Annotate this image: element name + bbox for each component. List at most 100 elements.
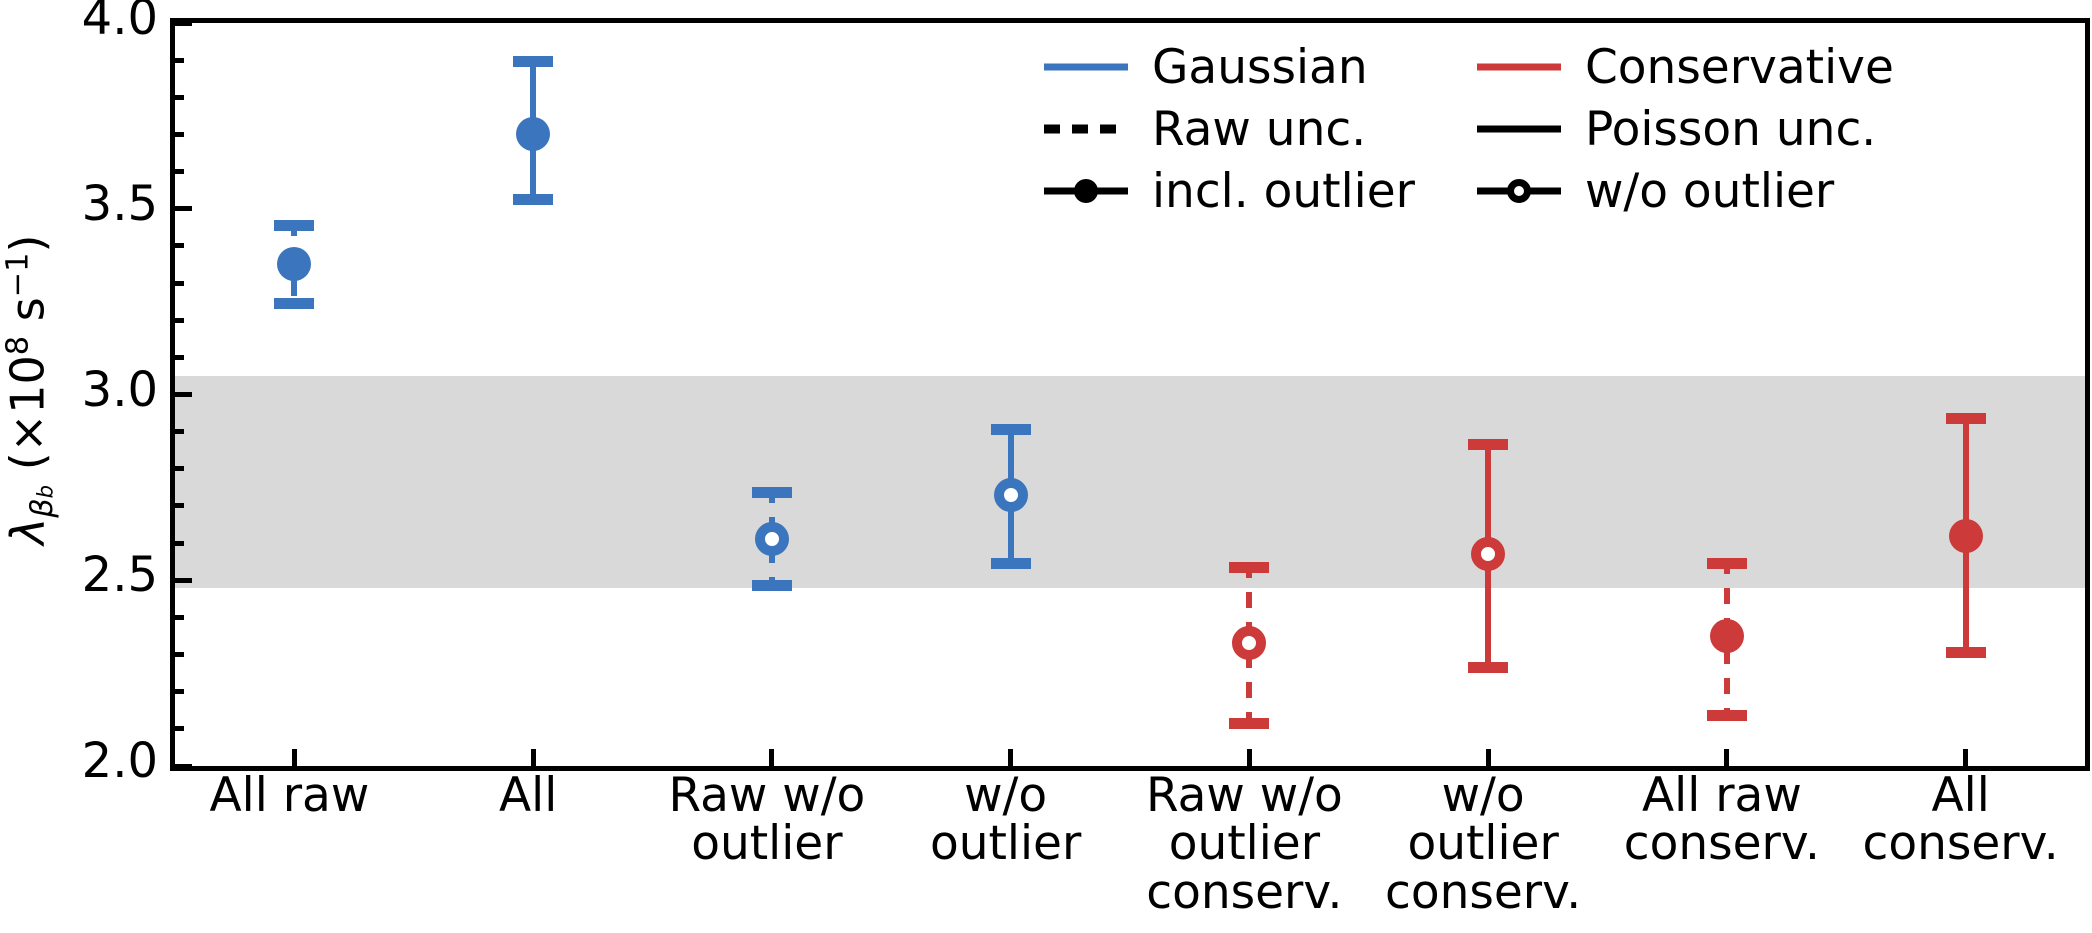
legend-filled-circle-icon <box>1074 179 1098 203</box>
x-axis-major-tick <box>1008 749 1014 771</box>
y-axis-tick-label: 3.5 <box>81 175 158 232</box>
data-point-marker <box>1948 518 1983 553</box>
x-axis-tick-label: All raw <box>209 768 370 823</box>
x-axis-tick-label-line: outlier <box>929 816 1082 872</box>
error-bar-cap-top <box>990 424 1031 436</box>
x-axis-tick-label-line: conserv. <box>1385 864 1582 920</box>
error-bar-cap-top <box>513 56 554 68</box>
legend-item: Poisson unc. <box>1473 100 1894 158</box>
legend-solid-line-icon <box>1476 63 1561 71</box>
error-bar-cap-bottom <box>990 558 1031 570</box>
error-bar-cap-top <box>1229 561 1270 573</box>
x-axis-tick-label-line: Raw w/o <box>668 768 866 823</box>
error-bar-cap-bottom <box>1945 647 1986 659</box>
y-axis-tick-label: 4.0 <box>81 0 158 46</box>
legend-item: Gaussian <box>1040 38 1415 96</box>
legend-item: w/o outlier <box>1473 162 1894 220</box>
y-axis-minor-tick <box>170 429 184 435</box>
data-point-marker <box>277 247 312 282</box>
legend-item: incl. outlier <box>1040 162 1415 220</box>
x-axis-tick-label-line: outlier <box>1168 816 1321 872</box>
error-bar-cap-bottom <box>751 580 792 592</box>
y-axis-tick-label: 2.5 <box>81 547 158 604</box>
y-axis-units-exponent2: −1 <box>0 252 36 298</box>
y-axis-minor-tick <box>170 726 184 732</box>
y-axis-major-tick <box>170 577 192 583</box>
x-axis-tick-label-line: conserv. <box>1623 816 1820 872</box>
y-axis-label-lambda: λ <box>0 517 55 546</box>
x-axis-major-tick <box>1963 749 1969 771</box>
x-axis-tick-label-line: conserv. <box>1862 816 2059 872</box>
x-axis-tick-label-line: All <box>1931 768 1990 823</box>
data-point-marker <box>754 522 789 557</box>
y-axis-tick-label: 3.0 <box>81 361 158 418</box>
x-axis-tick-label-line: w/o <box>964 768 1048 823</box>
x-axis-major-tick <box>769 749 775 771</box>
y-axis-units-close: ) <box>0 234 55 253</box>
y-axis-minor-tick <box>170 243 184 249</box>
legend-solid-line-icon <box>1476 125 1561 133</box>
legend-label: incl. outlier <box>1152 163 1415 219</box>
y-axis-minor-tick <box>170 540 184 546</box>
y-axis-major-tick <box>170 763 192 769</box>
x-axis-tick-label-line: Raw w/o <box>1145 768 1343 823</box>
legend-swatch-icon <box>1473 50 1565 84</box>
x-axis-tick-label-line: conserv. <box>1146 864 1343 920</box>
y-axis-tick-labels: 2.0 2.5 3.0 3.5 4.0 <box>48 0 170 790</box>
data-point-marker <box>1471 537 1506 572</box>
y-axis-minor-tick <box>170 57 184 63</box>
error-bar-cap-bottom <box>274 298 315 310</box>
legend-label: Raw unc. <box>1152 101 1367 157</box>
y-axis-major-tick <box>170 20 192 26</box>
x-axis-tick-label-line: outlier <box>1407 816 1559 872</box>
legend-label: Poisson unc. <box>1584 101 1877 157</box>
legend-open-circle-icon <box>1506 179 1531 203</box>
legend-item: Conservative <box>1473 38 1894 96</box>
legend-swatch-icon <box>1040 112 1132 146</box>
error-bar-cap-bottom <box>513 194 554 206</box>
y-axis-minor-tick <box>170 614 184 620</box>
y-axis-minor-tick <box>170 169 184 175</box>
x-axis-major-tick <box>530 749 536 771</box>
error-bar-cap-bottom <box>1706 710 1747 722</box>
x-axis-major-tick <box>1485 749 1491 771</box>
reference-band <box>175 375 2085 588</box>
y-axis-units-mid: s <box>0 297 55 337</box>
legend-swatch-icon <box>1473 174 1565 208</box>
legend-swatch-icon <box>1040 174 1132 208</box>
plot-area <box>170 18 2090 771</box>
error-bar-cap-top <box>1945 413 1986 425</box>
x-axis-tick-label-line: All <box>498 768 558 823</box>
data-point-marker <box>1232 626 1267 661</box>
x-axis-tick-label-line: All raw <box>1641 768 1802 823</box>
x-axis-tick-label-line: All raw <box>209 768 370 823</box>
y-axis-minor-tick <box>170 317 184 323</box>
data-point-marker <box>993 477 1028 512</box>
y-axis-minor-tick <box>170 280 184 286</box>
error-bar-cap-bottom <box>1229 717 1270 729</box>
legend-solid-line-icon <box>1044 63 1128 71</box>
y-axis-tick-label: 2.0 <box>81 733 158 789</box>
legend-label: w/o outlier <box>1584 163 1835 219</box>
y-axis-minor-tick <box>170 652 184 658</box>
legend-label: Conservative <box>1584 39 1894 95</box>
legend-swatch-icon <box>1473 112 1565 146</box>
legend-swatch-icon <box>1040 50 1132 84</box>
plot-inner <box>175 23 2085 766</box>
x-axis-major-tick <box>291 749 297 771</box>
y-axis-major-tick <box>170 206 192 212</box>
y-axis-minor-tick <box>170 131 184 137</box>
y-axis-minor-tick <box>170 354 184 360</box>
y-axis-minor-tick <box>170 503 184 509</box>
error-bar-cap-bottom <box>1468 662 1509 674</box>
x-axis-tick-label: All <box>498 768 558 823</box>
data-point-marker <box>516 117 551 152</box>
